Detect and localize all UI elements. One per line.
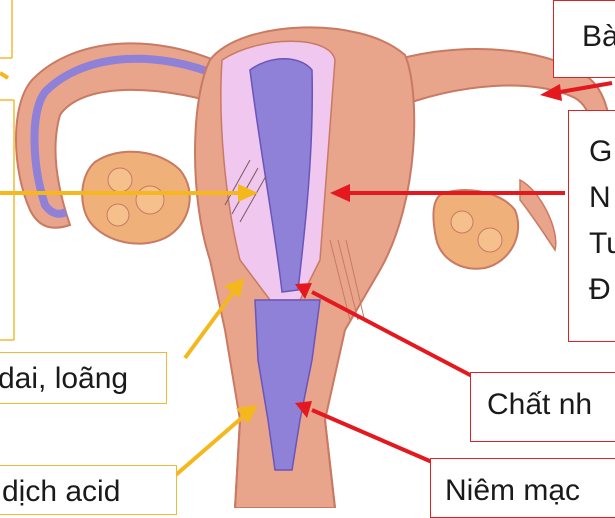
label-right-list: G N Tu Đ (568, 110, 615, 342)
label-top-right-text: Bà (582, 19, 615, 55)
arrow-to-canal (170, 415, 245, 480)
label-top-right: Bà (553, 0, 615, 78)
arrow-to-tube (0, 73, 8, 78)
label-bottom-left-text: dịch acid (2, 474, 176, 510)
label-right-list-item: N (589, 175, 615, 221)
arrow-to-mucosa (312, 410, 432, 462)
label-mid-right-text: Chất nh (487, 387, 615, 423)
label-bottom-right: Niêm mạc (430, 458, 615, 518)
label-right-list-item: Đ (589, 267, 615, 313)
label-right-list-item: Tu (589, 221, 615, 267)
label-mid-left: dai, loãng (0, 352, 167, 404)
label-bottom-right-text: Niêm mạc (445, 473, 615, 509)
label-right-list-item: G (589, 129, 615, 175)
label-mid-left-text: dai, loãng (0, 361, 166, 397)
label-mid-right: Chất nh (470, 372, 615, 442)
right-ovary (433, 190, 518, 269)
